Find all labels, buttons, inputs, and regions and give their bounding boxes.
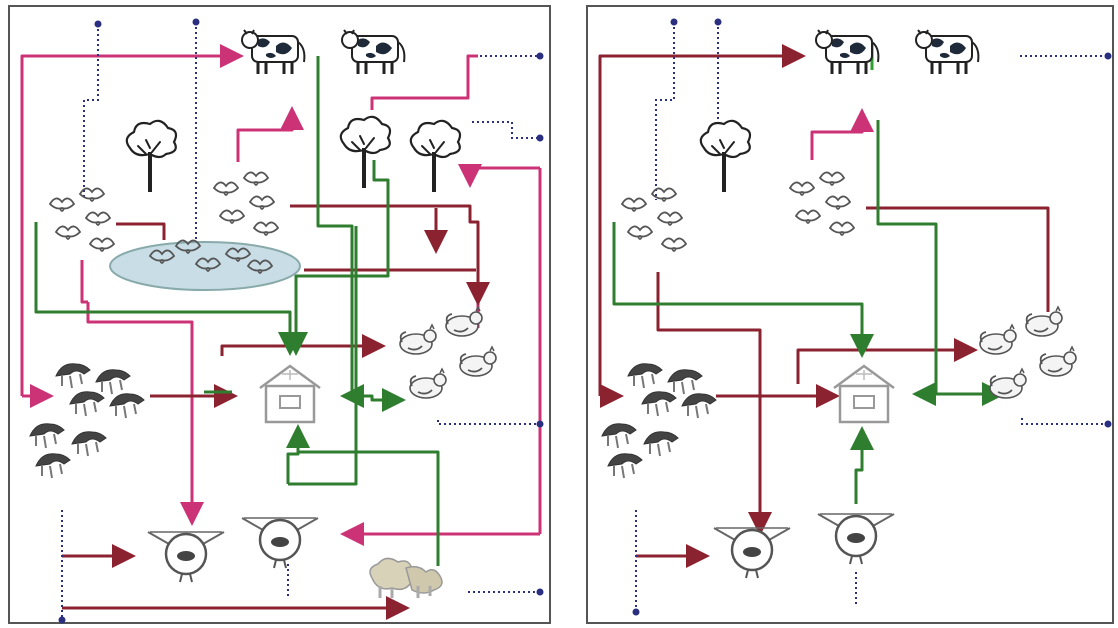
green-links (34, 56, 440, 566)
magenta-links (810, 108, 874, 160)
navy-links (632, 18, 1112, 616)
pond-icon (109, 239, 301, 291)
left-panel (8, 5, 551, 624)
magenta-links (20, 44, 542, 546)
navy-links (58, 18, 544, 624)
darkred-links (62, 204, 490, 620)
darkred-links (598, 44, 1050, 568)
right-panel (586, 5, 1114, 624)
